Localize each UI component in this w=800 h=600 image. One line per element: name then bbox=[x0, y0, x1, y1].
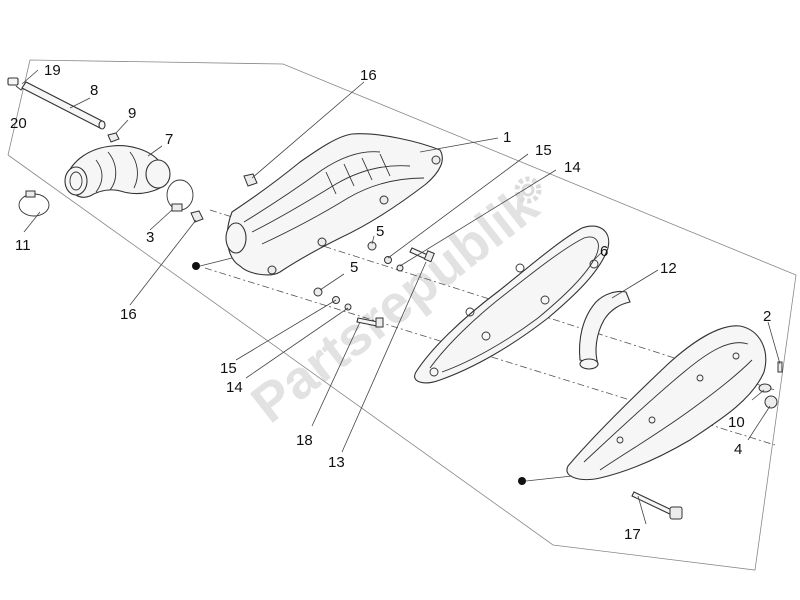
part-5-washer-upper bbox=[367, 241, 377, 251]
callout-10: 10 bbox=[728, 414, 745, 431]
part-16-clip-nut-lower bbox=[190, 210, 204, 223]
part-17-bolt bbox=[631, 491, 683, 520]
location-marker-right bbox=[518, 477, 526, 485]
assembly-frame bbox=[7, 59, 797, 571]
callout-7: 7 bbox=[165, 131, 173, 148]
callout-5-lower: 5 bbox=[350, 259, 358, 276]
callout-5-upper: 5 bbox=[376, 223, 384, 240]
part-9-clip bbox=[107, 132, 120, 143]
leader-lines bbox=[21, 69, 781, 525]
part-14-washer-upper bbox=[384, 256, 392, 264]
location-marker-right-leader bbox=[525, 475, 573, 482]
callout-4: 4 bbox=[734, 441, 742, 458]
callout-19: 19 bbox=[44, 62, 61, 79]
callout-3: 3 bbox=[146, 229, 154, 246]
callout-11: 11 bbox=[15, 237, 31, 254]
callout-18: 18 bbox=[296, 432, 313, 449]
part-2-screw bbox=[777, 361, 783, 373]
callout-1: 1 bbox=[503, 129, 511, 146]
part-3-hose-clamp bbox=[166, 179, 194, 212]
part-19-20-fitting bbox=[7, 77, 25, 91]
part-10-grommet bbox=[758, 383, 772, 393]
callout-15-upper: 15 bbox=[535, 142, 552, 159]
callout-13: 13 bbox=[328, 454, 345, 471]
part-1-airbox-housing bbox=[225, 133, 443, 276]
callout-2: 2 bbox=[763, 308, 771, 325]
part-15-washer-lower bbox=[344, 303, 352, 311]
callout-15-lower: 15 bbox=[220, 360, 237, 377]
callout-14-upper: 14 bbox=[564, 159, 581, 176]
part-15-washer-upper bbox=[396, 264, 404, 272]
callout-9: 9 bbox=[128, 105, 136, 122]
callout-17: 17 bbox=[624, 526, 641, 543]
callout-14-lower: 14 bbox=[226, 379, 243, 396]
part-4-cap bbox=[764, 395, 778, 409]
location-marker-left-leader bbox=[199, 257, 233, 267]
part-7-intake-elbow bbox=[64, 145, 171, 198]
part-18-bolt bbox=[356, 317, 384, 328]
part-11-hose-clamp bbox=[18, 190, 50, 217]
part-12-curved-tube bbox=[578, 290, 631, 370]
callout-6: 6 bbox=[600, 243, 608, 260]
part-6-gasket bbox=[414, 225, 610, 384]
callout-16-upper: 16 bbox=[360, 67, 377, 84]
callout-labels: 19 20 8 9 7 11 3 16 16 1 15 14 5 5 6 12 … bbox=[10, 62, 771, 543]
callout-12: 12 bbox=[660, 260, 677, 277]
callout-8: 8 bbox=[90, 82, 98, 99]
part-2-airbox-cover bbox=[566, 325, 767, 481]
callout-16-lower: 16 bbox=[120, 306, 137, 323]
part-8-tube bbox=[21, 81, 106, 130]
location-marker-left bbox=[192, 262, 200, 270]
callout-20: 20 bbox=[10, 115, 27, 132]
